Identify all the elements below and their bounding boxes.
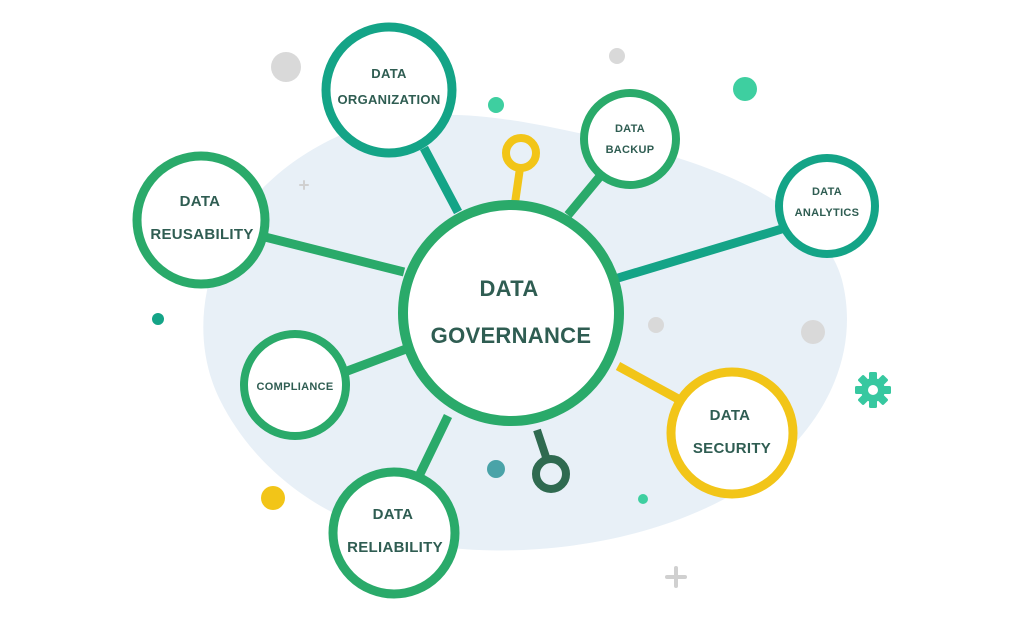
mint-dot (638, 494, 648, 504)
grey-dot (648, 317, 664, 333)
organization-label-line1: DATA (371, 66, 407, 81)
organization-label-line2: ORGANIZATION (337, 92, 440, 107)
node-data-organization: DATA ORGANIZATION (321, 22, 457, 158)
analytics-label-line1: DATA (812, 186, 842, 198)
connector-reusability (263, 232, 406, 277)
yellow-pin-stem (511, 167, 524, 204)
grey-dot (801, 320, 825, 344)
dark-pin-stem (533, 428, 551, 462)
reliability-label-line2: RELIABILITY (347, 539, 443, 556)
center-label-line1: DATA (479, 276, 538, 301)
small-plus-icon (299, 180, 309, 190)
node-data-security: DATA SECURITY (666, 367, 798, 499)
node-data-reliability: DATA RELIABILITY (328, 467, 460, 599)
reusability-label-line1: DATA (180, 193, 221, 210)
grey-dot (609, 48, 625, 64)
node-compliance: COMPLIANCE (240, 330, 350, 440)
grey-dot (271, 52, 301, 82)
connector-reliability (413, 414, 453, 480)
node-data-backup: DATA BACKUP (580, 89, 680, 189)
backup-label-line1: DATA (615, 123, 645, 135)
center-node-data-governance: DATA GOVERNANCE (398, 200, 624, 426)
gear-icon (855, 372, 891, 408)
mint-dot (733, 77, 757, 101)
backup-label-line2: BACKUP (606, 144, 655, 156)
node-data-analytics: DATA ANALYTICS (775, 154, 879, 258)
reliability-label-line1: DATA (373, 506, 414, 523)
dark-pin-head (532, 455, 570, 493)
connector-organization (420, 145, 462, 215)
reusability-label-line2: REUSABILITY (150, 226, 253, 243)
mint-dot (488, 97, 504, 113)
slate-dot (487, 460, 505, 478)
security-label-line2: SECURITY (693, 440, 771, 457)
connector-compliance (340, 344, 408, 378)
connector-security (615, 362, 683, 404)
yellow-dot (261, 486, 285, 510)
connector-backup (564, 171, 606, 218)
analytics-label-line2: ANALYTICS (795, 207, 860, 219)
security-label-line1: DATA (710, 407, 751, 424)
center-label-line2: GOVERNANCE (431, 323, 592, 348)
teal-dot (152, 313, 164, 325)
compliance-label: COMPLIANCE (257, 381, 334, 393)
yellow-pin-head (502, 134, 540, 172)
plus-icon (665, 566, 687, 588)
node-data-reusability: DATA REUSABILITY (132, 151, 270, 289)
connector-analytics (616, 223, 787, 283)
